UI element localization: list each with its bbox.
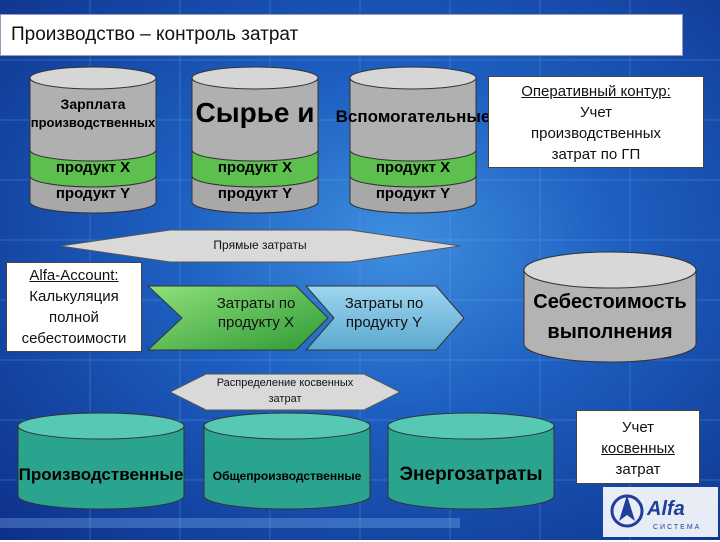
cylinder-raw-product-y: продукт Y [218,185,292,202]
indirect-distribution-line-2: затрат [268,393,302,405]
indirect-distribution-arrow [170,373,400,411]
title-bar: Производство – контроль затрат [0,14,683,56]
direct-costs-label: Прямые затраты [213,238,307,252]
alfa-logo: Alfa СИСТЕМА [603,487,718,537]
alfa-account-box: Alfa-Account: Калькуляция полной себесто… [6,262,142,352]
indirect-distribution-label: Распределение косвенных затрат [196,375,374,407]
indirect-costs-line-2: косвенных [601,440,675,457]
alfa-account-line-2: Калькуляция [29,288,119,305]
cylinder-salary-product-x: продукт X [56,159,130,176]
cylinder-general-production-label: Общепроизводственные [213,469,362,483]
cylinder-auxiliary-product-x: продукт X [376,159,450,176]
costs-x-line-2: продукту X [217,314,295,331]
cylinder-production-label: Производственные [19,465,184,484]
cylinder-production: Производственные [16,412,186,517]
cylinder-auxiliary-product-y: продукт Y [376,185,450,202]
indirect-distribution-line-1: Распределение косвенных [216,377,354,389]
costs-y-label: Затраты по продукту Y [324,294,444,332]
costs-x-line-1: Затраты по [216,295,296,312]
operative-contour-line-2: Учет [579,104,613,121]
cylinder-general-production: Общепроизводственные [202,412,372,517]
costs-y-line-2: продукту Y [345,314,423,331]
alfa-account-heading: Alfa-Account: [29,267,119,284]
indirect-costs-line-1: Учет [621,419,655,436]
operative-contour-heading: Оперативный контур: [521,83,671,100]
logo-name: Alfa [646,498,685,520]
costs-x-label: Затраты по продукту X [196,294,316,332]
cylinder-raw-label: Сырье и [195,97,314,128]
costs-y-line-1: Затраты по [344,295,424,312]
indirect-costs-box: Учет косвенных затрат [576,410,700,484]
cylinder-cost: Себестоимость выполнения [522,250,698,371]
cylinder-raw-product-x: продукт X [218,159,292,176]
indirect-costs-line-3: затрат [615,461,661,478]
page-title: Производство – контроль затрат [11,24,299,45]
cylinder-auxiliary: Вспомогательные продукт X продукт Y [336,64,490,219]
cylinder-salary: Зарплата производственных продукт X прод… [28,64,158,219]
cylinder-energy-label: Энергозатраты [400,464,543,485]
logo-subtitle: СИСТЕМА [653,524,701,531]
operative-contour-line-4: затрат по ГП [551,146,641,163]
cylinder-salary-product-y: продукт Y [56,185,130,202]
direct-costs-arrow [60,229,460,263]
cylinder-raw: Сырье и продукт X продукт Y [190,64,320,219]
cylinder-auxiliary-label: Вспомогательные [336,107,491,126]
alfa-account-line-4: себестоимости [21,330,127,347]
cylinder-energy: Энергозатраты [386,412,556,517]
cylinder-cost-label-1: Себестоимость [533,291,686,313]
cylinder-salary-label-2: производственных [31,115,156,130]
alfa-account-line-3: полной [49,309,99,326]
cylinder-salary-label-1: Зарплата [61,96,126,112]
operative-contour-box: Оперативный контур: Учет производственны… [488,76,704,168]
cost-chevrons [146,285,465,351]
operative-contour-line-3: производственных [531,125,661,142]
cylinder-cost-label-2: выполнения [547,321,672,343]
